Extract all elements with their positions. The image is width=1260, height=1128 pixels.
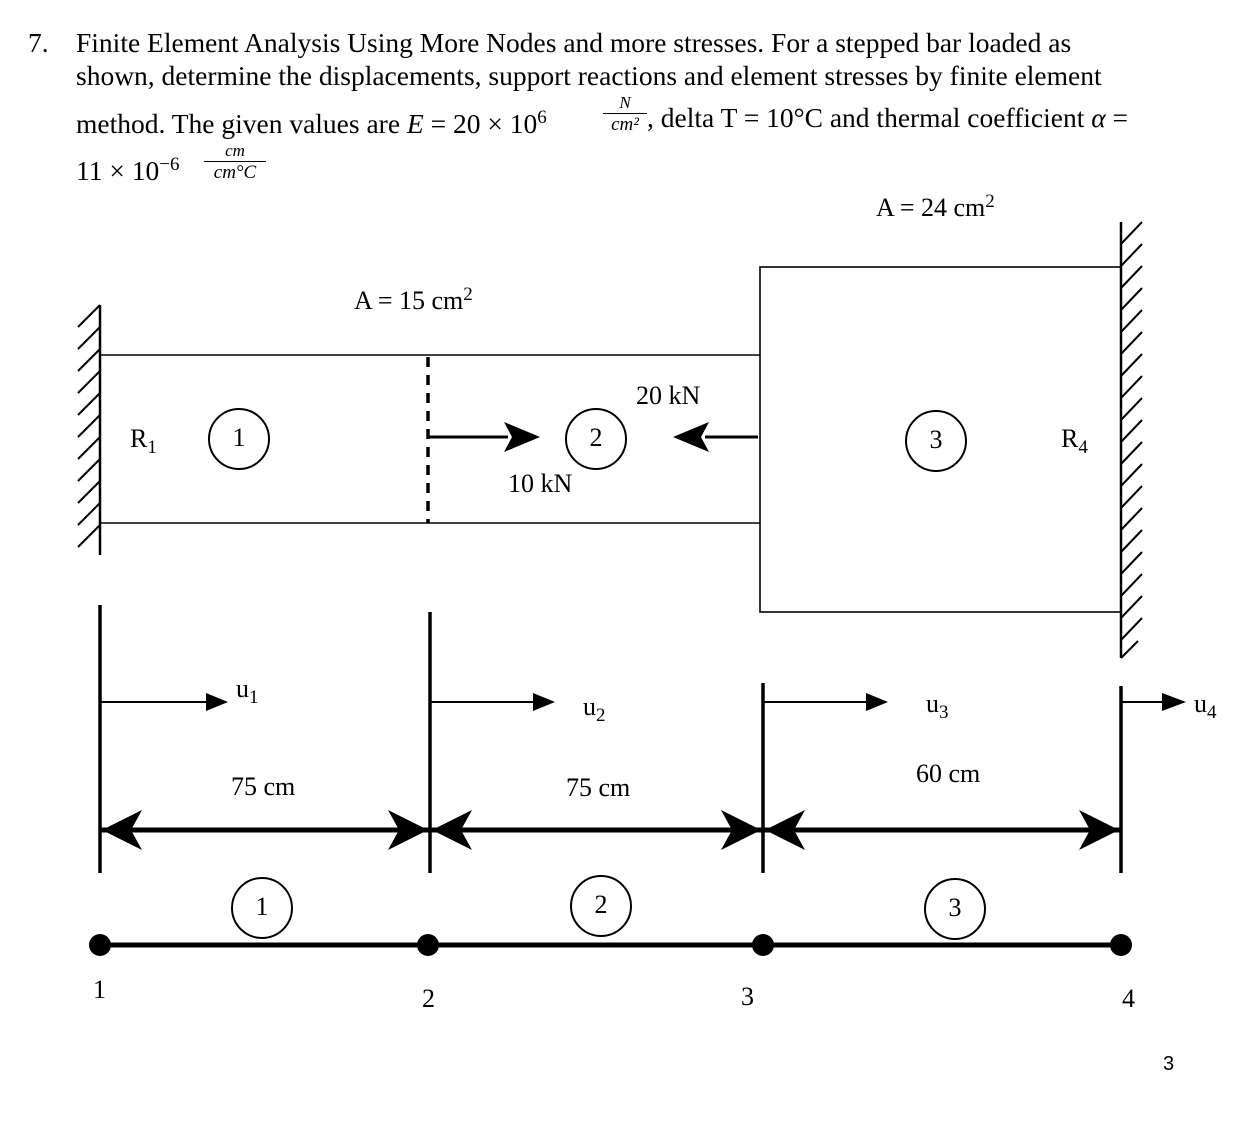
- dimension-arrowhead: [765, 810, 805, 850]
- element-number-bar: 1: [232, 422, 246, 452]
- line3-temperature: , delta T = 10°C and thermal coefficient: [647, 102, 1092, 133]
- dimension-arrowhead: [102, 810, 142, 850]
- element-number-bar: 3: [929, 424, 943, 454]
- node-number: 4: [1122, 984, 1135, 1013]
- reaction-left-subscript: 1: [147, 437, 157, 458]
- node-dot: [89, 934, 111, 956]
- fraction-numerator: N: [619, 93, 631, 112]
- element-circle-bar: [208, 408, 270, 470]
- dimension-arrowhead: [1079, 810, 1119, 850]
- displacement-arrow-head: [1162, 693, 1186, 711]
- left-wall-hatching: [77, 304, 101, 548]
- fraction-bar: [204, 161, 266, 162]
- displacement-base: u: [926, 689, 939, 718]
- modulus-value: = 20 × 10: [423, 108, 538, 139]
- displacement-arrow-head: [866, 693, 888, 711]
- line3-intro: method. The given values are: [76, 108, 407, 139]
- large-bar-block: [759, 266, 1122, 613]
- node-number: 1: [93, 975, 106, 1004]
- displacement-label-u3: u3: [926, 689, 949, 724]
- page-number: 3: [1163, 1053, 1175, 1075]
- node-number: 3: [741, 982, 754, 1011]
- displacement-subscript: 3: [939, 702, 949, 723]
- problem-line-1: Finite Element Analysis Using More Nodes…: [76, 27, 1072, 58]
- displacement-arrow-head: [533, 693, 555, 711]
- node-number: 2: [422, 984, 435, 1013]
- right-wall-hatching: [1120, 221, 1143, 659]
- displacement-label-u4: u4: [1194, 689, 1217, 724]
- element-number-model: 3: [948, 892, 962, 922]
- problem-line-4: 11 × 10−6: [76, 148, 179, 187]
- reaction-right-subscript: 4: [1078, 437, 1088, 458]
- alpha-exponent: −6: [159, 154, 180, 175]
- modulus-symbol: E: [406, 108, 424, 139]
- reaction-right-label: R4: [1061, 424, 1088, 459]
- fraction-denominator: cm°C: [213, 162, 257, 183]
- modulus-exponent: 6: [537, 107, 547, 128]
- modulus-units-fraction: N cm²: [603, 93, 647, 136]
- problem-line-3-rest: , delta T = 10°C and thermal coefficient…: [647, 101, 1128, 134]
- dimension-arrowhead: [432, 810, 472, 850]
- problem-number: 7.: [28, 27, 49, 58]
- displacement-subscript: 2: [596, 705, 606, 726]
- displacement-label-u1: u1: [236, 674, 259, 709]
- reaction-left-text: R: [130, 424, 148, 453]
- problem-line-3: method. The given values are E = 20 × 10…: [76, 101, 547, 140]
- element-number-bar: 2: [589, 422, 603, 452]
- element-circle-model: [924, 878, 986, 940]
- element-circle-model: [570, 875, 632, 937]
- alpha-units-fraction: cm cm°C: [204, 141, 266, 184]
- node-dot: [1110, 934, 1132, 956]
- reaction-left-label: R1: [130, 424, 157, 459]
- displacement-subscript: 4: [1207, 702, 1217, 723]
- element-circle-bar: [565, 408, 627, 470]
- problem-line-2: shown, determine the displacements, supp…: [76, 60, 1102, 91]
- element-circle-model: [231, 877, 293, 939]
- displacement-label-u2: u2: [583, 692, 606, 727]
- displacement-base: u: [236, 674, 249, 703]
- length-label-element-1: 75 cm: [231, 772, 296, 801]
- node-dot: [752, 934, 774, 956]
- fraction-denominator: cm²: [611, 114, 639, 135]
- dimension-arrowhead: [388, 810, 428, 850]
- displacement-arrow-head: [206, 693, 228, 711]
- alpha-symbol: α: [1091, 102, 1106, 133]
- load-20kn-label: 20 kN: [636, 381, 701, 410]
- load-arrow-20kn-head: [673, 422, 709, 452]
- area-small-label: A = 15 cm2: [354, 284, 473, 316]
- fraction-bar: [603, 113, 647, 114]
- length-label-element-3: 60 cm: [916, 759, 981, 788]
- area-large-text: A = 24 cm: [876, 193, 986, 222]
- area-small-text: A = 15 cm: [354, 286, 464, 315]
- area-small-exponent: 2: [463, 284, 473, 305]
- node-dot: [417, 934, 439, 956]
- element-number-model: 2: [594, 889, 608, 919]
- displacement-base: u: [1194, 689, 1207, 718]
- element-circle-bar: [905, 410, 967, 472]
- alpha-equals: =: [1105, 102, 1129, 133]
- reaction-right-text: R: [1061, 424, 1079, 453]
- area-large-exponent: 2: [985, 191, 995, 212]
- load-10kn-label: 10 kN: [508, 469, 573, 498]
- alpha-value: 11 × 10: [76, 155, 160, 186]
- dimension-arrowhead: [721, 810, 761, 850]
- displacement-base: u: [583, 692, 596, 721]
- area-large-label: A = 24 cm2: [876, 191, 995, 223]
- load-arrow-10kn-head: [504, 422, 540, 452]
- fraction-numerator: cm: [225, 141, 245, 160]
- displacement-subscript: 1: [249, 687, 259, 708]
- element-number-model: 1: [255, 891, 269, 921]
- length-label-element-2: 75 cm: [566, 773, 631, 802]
